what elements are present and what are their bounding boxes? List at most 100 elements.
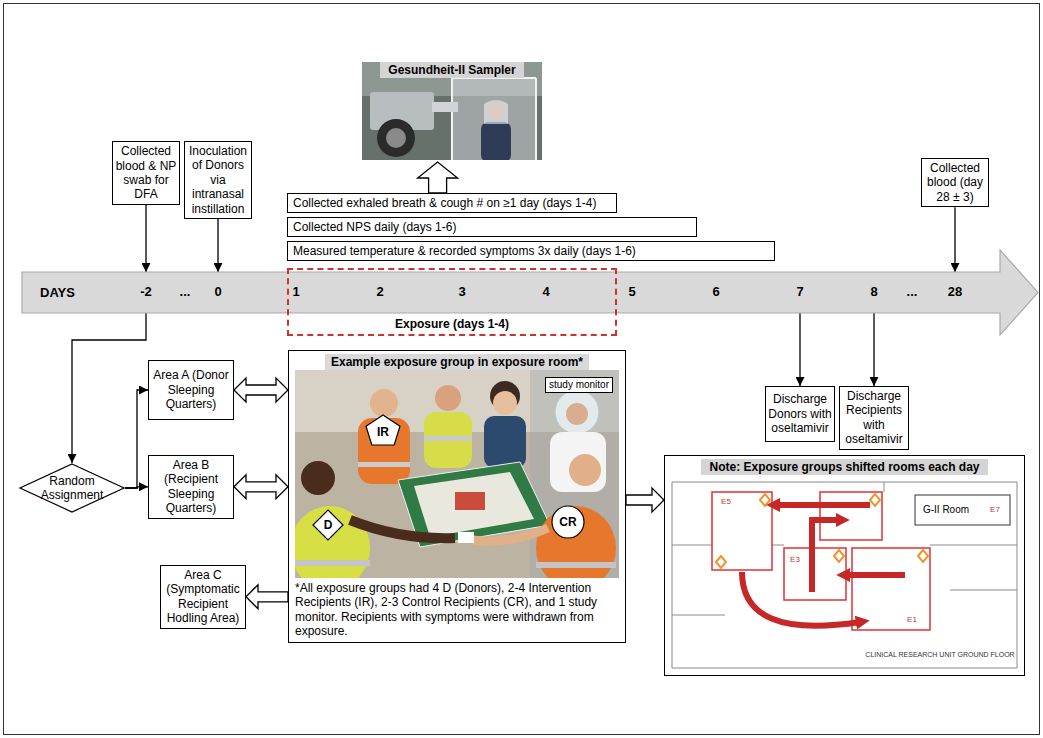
box-label: Random Assignment — [33, 474, 111, 503]
role-pentagon-shape — [366, 415, 400, 445]
axis-tick-label: 1 — [292, 284, 299, 300]
box-label: Exposure (days 1-4) — [395, 317, 509, 331]
exposure-photo-part — [536, 562, 616, 568]
block-arrow — [418, 162, 458, 193]
timeline-arrow-outline — [22, 250, 1038, 335]
sampler-photo-part — [484, 100, 508, 124]
room-label: E7 — [990, 505, 1000, 515]
sampler-photo-part — [386, 128, 406, 148]
box-label: Collected NPS daily (days 1-6) — [293, 220, 456, 234]
floor-plan-part — [776, 502, 870, 508]
activity-bar: Collected exhaled breath & cough # on ≥1… — [287, 193, 617, 213]
axis-tick-label: 3 — [458, 284, 465, 300]
exposure-photo-part — [493, 391, 517, 415]
box-label: Measured temperature & recorded symptoms… — [293, 244, 636, 258]
timeline-arrow-shape — [22, 250, 1038, 335]
sampler-photo-part — [432, 102, 458, 112]
activity-bar: Measured temperature & recorded symptoms… — [287, 241, 775, 261]
floor-plan-panel: Note: Exposure groups shifted rooms each… — [664, 455, 1025, 676]
area-box: Area B (Recipient Sleeping Quarters) — [148, 455, 234, 519]
room-label: G-II Room — [923, 504, 969, 516]
block-arrow — [246, 585, 288, 609]
connector-arrow — [125, 487, 148, 488]
axis-tick-label: 4 — [542, 284, 549, 300]
box-label: Area C (Symptomatic Recipient Hodling Ar… — [164, 568, 242, 626]
process-box: Discharge Recipients with oseltamivir — [839, 386, 909, 450]
room-label: E1 — [907, 615, 917, 625]
floor-plan — [672, 482, 1017, 668]
box-label: Collected exhaled breath & cough # on ≥1… — [293, 196, 596, 210]
exposure-photo-part — [424, 412, 472, 468]
floor-plan-part — [820, 492, 882, 540]
axis-tick-label: ... — [907, 284, 918, 300]
exposure-period-bracket: Exposure (days 1-4) — [287, 268, 617, 336]
exposure-photo-part — [358, 418, 410, 484]
area-box: Area A (Donor Sleeping Quarters) — [148, 360, 234, 420]
axis-tick-label: -2 — [140, 284, 152, 300]
process-box: Discharge Donors with oseltamivir — [765, 386, 835, 442]
axis-tick-label: 2 — [376, 284, 383, 300]
floor-plan-part — [852, 548, 930, 630]
exposure-photo-part — [424, 436, 472, 441]
decision-diamond-shape — [20, 464, 124, 512]
axis-tick-label: ... — [180, 284, 191, 300]
exposure-photo-part — [536, 506, 616, 578]
heading-text: Example exposure group in exposure room* — [325, 354, 589, 370]
box-label: Collected blood & NP swab for DFA — [115, 144, 177, 202]
decision-diamond: Random Assignment — [19, 463, 125, 513]
connector-arrow — [799, 313, 800, 386]
exposure-photo-part — [435, 385, 461, 411]
heading-text: Gesundheit-II Sampler — [380, 62, 523, 78]
block-arrow — [626, 488, 664, 512]
exposure-photo-part — [555, 390, 599, 434]
floor-plan-part — [846, 572, 905, 578]
sampler-photo — [362, 62, 542, 160]
box-label: Area A (Donor Sleeping Quarters) — [152, 368, 230, 411]
role-diamond: D — [312, 509, 344, 541]
role-circle: CR — [551, 505, 585, 539]
area-box: Area C (Symptomatic Recipient Hodling Ar… — [160, 565, 246, 629]
connector-arrow — [145, 205, 146, 272]
room-label: E3 — [790, 555, 800, 565]
role-pentagon: IR — [365, 414, 401, 446]
exposure-photo-part — [350, 520, 455, 538]
exposure-photo-part — [295, 560, 370, 566]
axis-tick-label: 0 — [214, 284, 221, 300]
floor-plan-part — [742, 572, 860, 626]
exposure-photo-part — [455, 492, 485, 510]
exposure-photo-part — [550, 432, 606, 492]
box-label: D — [324, 518, 333, 532]
exposure-photo-part — [484, 416, 526, 468]
exposure-photo-part — [472, 528, 548, 541]
box-label: IR — [377, 425, 389, 439]
timeline-arrow: DAYS — [22, 250, 1038, 335]
box-label: CR — [559, 515, 576, 529]
exposure-photo-part — [370, 389, 398, 417]
figure-frame — [4, 4, 1040, 735]
floor-plan-part — [716, 494, 928, 568]
axis-tick-label: 7 — [796, 284, 803, 300]
box-label: Discharge Recipients with oseltamivir — [841, 389, 907, 447]
plan-caption: CLINICAL RESEARCH UNIT GROUND FLOOR — [865, 651, 1014, 659]
process-box: Collected blood (day 28 ± 3) — [921, 158, 989, 207]
box-label: study monitor — [549, 379, 609, 391]
floor-plan-part — [915, 495, 1010, 525]
exposure-photo-part — [569, 454, 601, 486]
box-label: Discharge Donors with oseltamivir — [767, 392, 833, 435]
photo-panel: Gesundheit-II Sampler — [362, 62, 542, 160]
floor-plan-part — [812, 520, 840, 592]
connector-arrow — [125, 390, 148, 488]
block-arrow — [234, 475, 288, 499]
axis-title: DAYS — [40, 285, 75, 301]
axis-tick-label: 6 — [712, 284, 719, 300]
axis-tick-label: 5 — [628, 284, 635, 300]
exposure-photo-part — [566, 403, 588, 425]
role-diamond-shape — [313, 510, 343, 540]
role-circle-shape — [552, 506, 584, 538]
sampler-photo-part — [481, 122, 511, 160]
exposure-photo-part — [358, 462, 410, 467]
exposure-photo-part — [301, 461, 335, 495]
axis-tick-label: 8 — [870, 284, 877, 300]
